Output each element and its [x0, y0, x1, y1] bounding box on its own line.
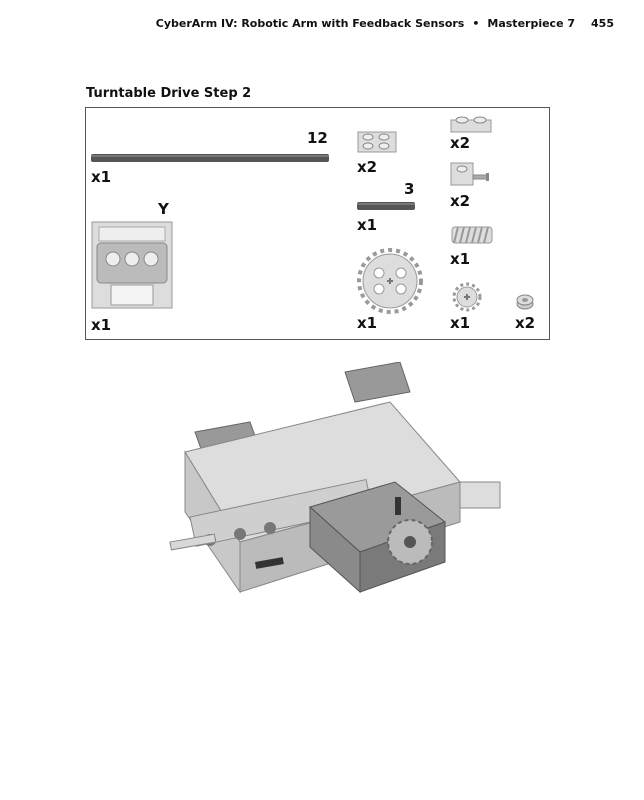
part-qty: x1	[357, 216, 378, 234]
assembly-illustration	[169, 362, 501, 594]
axle-icon	[91, 154, 329, 162]
book-title: CyberArm IV: Robotic Arm with Feedback S…	[155, 17, 465, 30]
plate-icon	[450, 162, 489, 186]
part-qty: x1	[450, 250, 471, 268]
part-qty: x1	[357, 314, 378, 332]
page-number: 455	[591, 17, 614, 30]
gear-icon	[452, 282, 482, 312]
part-qty: x1	[450, 314, 471, 332]
header-bullet: •	[472, 17, 480, 30]
part-qty: x2	[357, 158, 378, 176]
parts-list-box: 12 x1 Y x1 x2 3 x1 x1	[85, 107, 550, 340]
bushing-icon	[516, 294, 534, 310]
part-qty: x1	[91, 168, 112, 186]
part-qty: x1	[91, 316, 112, 334]
part-qty: x2	[515, 314, 536, 332]
part-qty: x2	[450, 134, 471, 152]
axle-length-label: 12	[307, 129, 328, 147]
plate-icon	[357, 131, 397, 153]
plate-icon	[450, 116, 492, 133]
section-title: Turntable Drive Step 2	[86, 86, 252, 101]
part-qty: x2	[450, 192, 471, 210]
gear-icon	[357, 248, 423, 314]
part-letter-label: Y	[158, 200, 169, 218]
axle-icon	[357, 202, 415, 210]
axle-length-label: 3	[404, 180, 415, 198]
worm-gear-icon	[451, 226, 493, 244]
chapter-label: Masterpiece 7	[487, 17, 576, 30]
battery-box-icon	[91, 221, 173, 309]
running-header: CyberArm IV: Robotic Arm with Feedback S…	[156, 17, 614, 30]
